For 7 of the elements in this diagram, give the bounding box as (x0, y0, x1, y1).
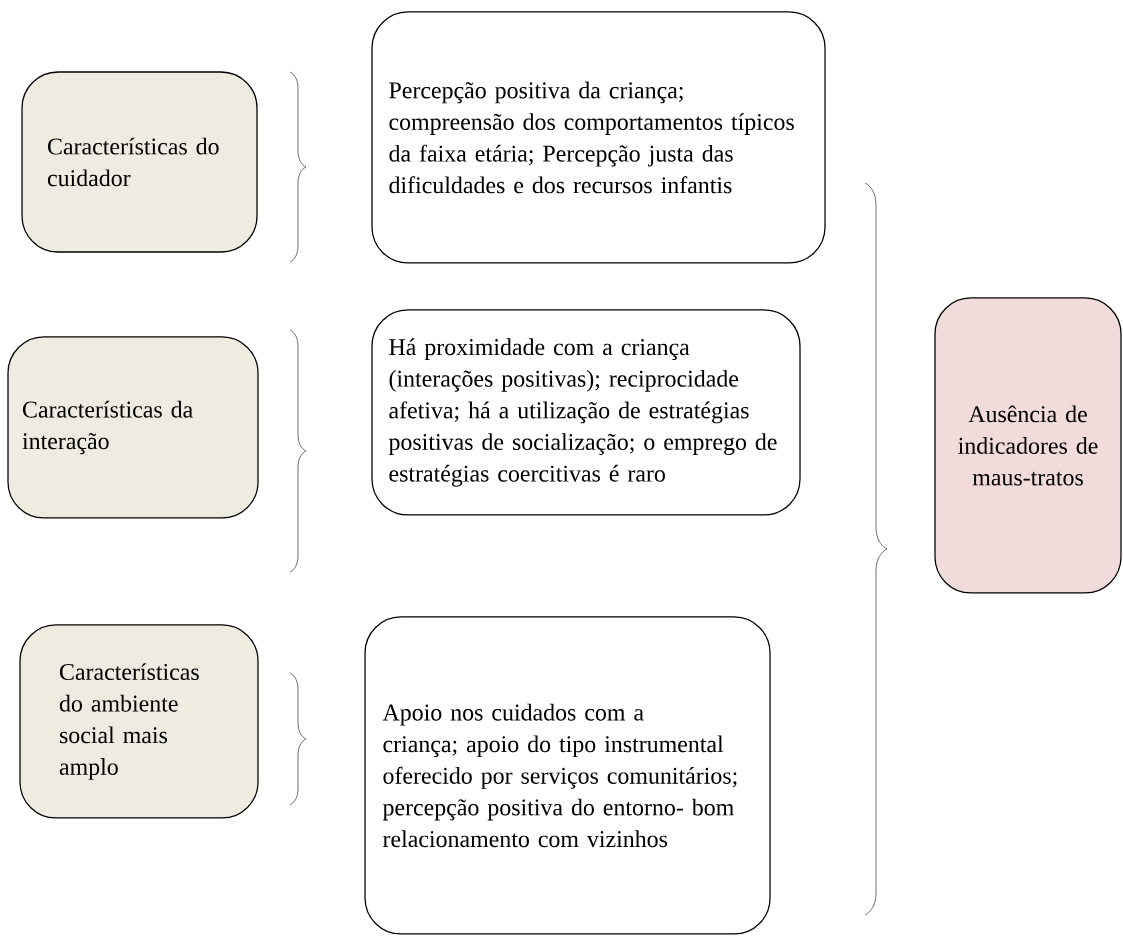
category-box: Características do ambiente social mais amplo (19, 624, 259, 819)
category-box: Características do cuidador (21, 71, 258, 253)
description-box: Apoio nos cuidados com a criança; apoio do tipo instrumental oferecido por serviços comunitários; percepção positiva do entorno- bom relacionamento com vizinhos (364, 616, 771, 935)
category-box: Características da interação (7, 336, 259, 519)
description-box: Percepção positiva da criança; compreensão dos comportamentos típicos da faixa etária; Percepção justa das dificuldades e dos recursos infantis (371, 11, 826, 264)
description-box: Há proximidade com a criança (interações positivas); reciprocidade afetiva; há a utilização de estratégias positivas de socialização; o emprego de estratégias coercitivas é raro (371, 309, 801, 516)
outcome-box: Ausência de indicadores de maus-tratos (934, 297, 1122, 594)
